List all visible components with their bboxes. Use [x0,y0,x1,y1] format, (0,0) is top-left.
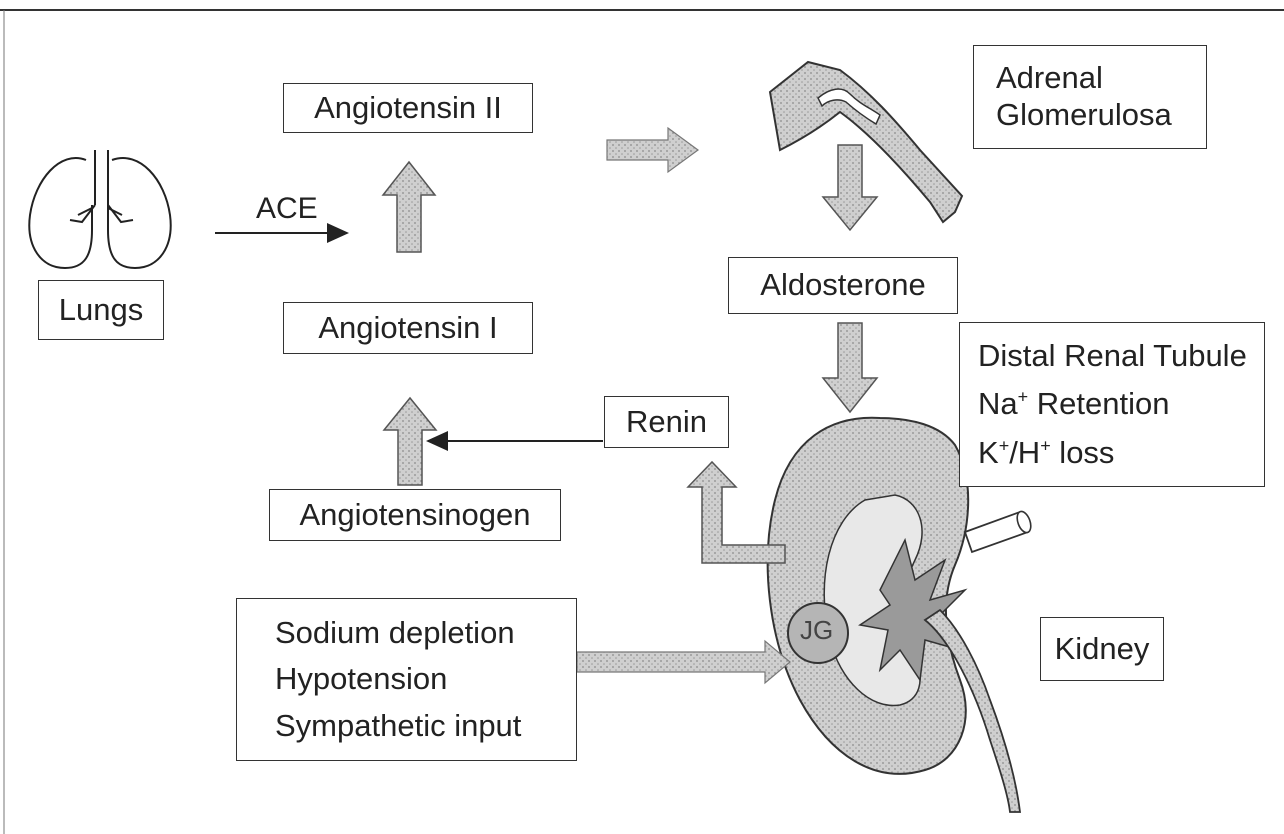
up-arrow-angI-to-angII [383,162,435,252]
kidney-label: Kidney [1055,631,1150,668]
down-arrow-adrenal-to-aldosterone [823,145,877,230]
ace-label: ACE [256,192,318,226]
stimulus-hypotension: Hypotension [275,656,576,703]
stimuli-box: Sodium depletion Hypotension Sympathetic… [236,598,577,761]
right-arrow-stimuli-to-jg [577,641,790,683]
renin-label: Renin [626,404,707,441]
kidney-box: Kidney [1040,617,1164,681]
renin-box: Renin [604,396,729,448]
down-arrow-aldosterone-to-kidney [823,323,877,412]
angiotensinogen-box: Angiotensinogen [269,489,561,541]
adrenal-glomerulosa-box: Adrenal Glomerulosa [973,45,1207,149]
angiotensin-ii-box: Angiotensin II [283,83,533,133]
glomerulosa-label: Glomerulosa [996,97,1206,134]
lungs-icon [29,150,170,268]
aldosterone-label: Aldosterone [760,267,925,304]
angiotensinogen-label: Angiotensinogen [300,497,531,534]
right-arrow-angII-to-adrenal [607,128,698,172]
angiotensin-i-label: Angiotensin I [318,310,497,347]
adrenal-label: Adrenal [996,60,1206,97]
stimulus-sympathetic-input: Sympathetic input [275,703,576,750]
stimulus-sodium-depletion: Sodium depletion [275,610,576,657]
tubule-title: Distal Renal Tubule [978,332,1264,380]
jg-label: JG [800,615,833,646]
lungs-box: Lungs [38,280,164,340]
bent-arrow-jg-to-renin [688,462,785,563]
angiotensin-i-box: Angiotensin I [283,302,533,354]
sodium-retention-line: Na+ Retention [978,380,1264,428]
aldosterone-box: Aldosterone [728,257,958,314]
potassium-hydrogen-loss-line: K+/H+ loss [978,429,1264,477]
lungs-label: Lungs [59,292,143,329]
distal-renal-tubule-box: Distal Renal Tubule Na+ Retention K+/H+ … [959,322,1265,487]
angiotensin-ii-label: Angiotensin II [314,90,502,127]
